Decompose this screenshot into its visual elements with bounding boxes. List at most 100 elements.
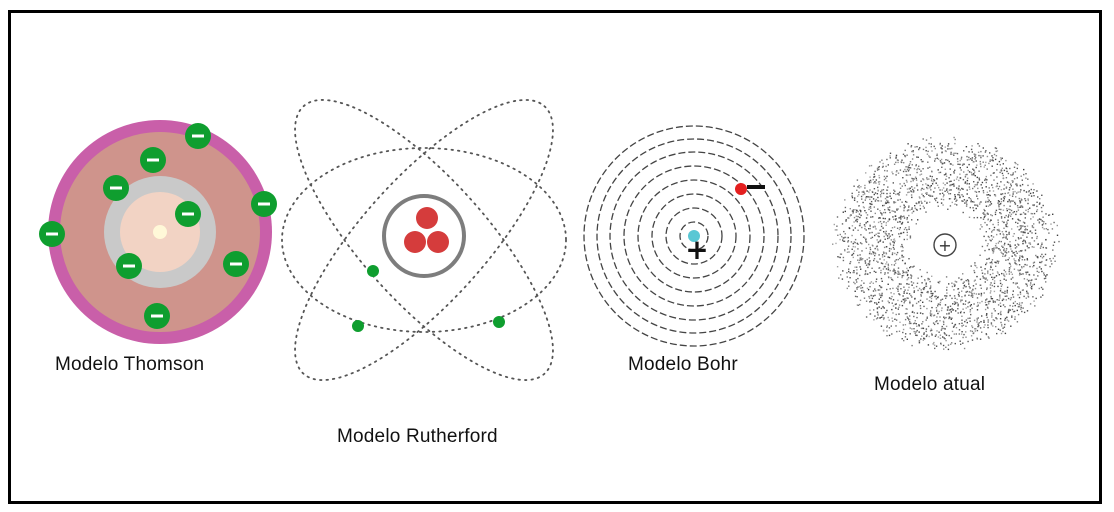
cloud-dot [1010,200,1013,202]
cloud-dot [942,344,945,347]
cloud-dot [883,252,885,254]
cloud-dot [870,281,873,283]
cloud-dot [868,257,870,259]
cloud-dot [985,181,987,184]
cloud-dot [1023,295,1025,298]
cloud-dot [1015,221,1017,224]
cloud-dot [894,215,897,217]
cloud-dot [925,146,927,149]
cloud-dot [1034,278,1036,280]
cloud-dot [1003,326,1006,328]
cloud-dot [981,331,983,333]
cloud-dot [949,193,952,195]
cloud-dot [972,285,975,287]
cloud-dot [871,190,874,193]
cloud-dot [978,203,981,205]
cloud-dot [935,199,937,202]
caption-atual: Modelo atual [874,374,986,395]
cloud-dot [912,266,914,268]
cloud-dot [1002,273,1005,275]
cloud-dot [877,166,880,169]
cloud-dot [896,330,898,333]
cloud-dot [892,246,895,249]
cloud-dot [998,208,1000,210]
cloud-dot [877,289,879,291]
cloud-dot [888,209,891,211]
cloud-dot [1008,208,1010,210]
cloud-dot [878,174,880,177]
cloud-dot [901,159,903,161]
cloud-dot [1044,277,1047,279]
cloud-dot [937,312,939,315]
cloud-dot [1021,259,1023,261]
cloud-dot [1008,257,1010,259]
cloud-dot [960,299,962,301]
cloud-dot [836,229,838,231]
cloud-dot [929,314,932,316]
cloud-dot [1015,162,1017,165]
cloud-dot [1033,204,1035,207]
cloud-dot [923,188,925,190]
cloud-dot [928,178,930,180]
cloud-dot [877,186,879,189]
cloud-dot [1023,239,1025,241]
cloud-dot [895,307,897,309]
cloud-dot [1024,225,1026,228]
cloud-dot [858,213,861,215]
cloud-dot [960,156,963,158]
cloud-dot [965,331,967,333]
cloud-dot [981,315,983,317]
cloud-dot [889,288,891,290]
cloud-dot [910,322,912,325]
cloud-dot [958,187,960,190]
cloud-dot [1019,291,1022,293]
cloud-dot [930,189,932,191]
cloud-dot [897,286,900,288]
cloud-dot [1040,206,1043,209]
cloud-dot [1024,242,1027,244]
cloud-dot [908,258,910,260]
cloud-dot [893,264,896,266]
cloud-dot [882,162,884,165]
cloud-dot [870,216,872,218]
cloud-dot [966,183,968,185]
cloud-dot [953,171,955,173]
cloud-dot [904,206,906,208]
cloud-dot [889,211,891,214]
cloud-dot [874,170,876,173]
cloud-dot [906,188,909,190]
cloud-dot [877,200,879,202]
cloud-dot [1022,256,1024,258]
cloud-dot [957,303,959,305]
cloud-dot [891,210,893,212]
cloud-dot [904,298,906,300]
cloud-dot [1017,313,1020,316]
cloud-dot [999,302,1002,304]
cloud-dot [897,258,899,261]
cloud-dot [956,199,958,201]
cloud-dot [1026,278,1028,281]
cloud-dot [963,163,965,165]
cloud-dot [911,296,913,298]
cloud-dot [960,333,963,335]
cloud-dot [896,227,899,229]
cloud-dot [859,224,861,227]
cloud-dot [918,342,921,344]
cloud-dot [861,259,863,261]
cloud-dot [981,181,984,184]
cloud-dot [862,201,864,204]
cloud-dot [940,329,943,331]
cloud-dot [843,237,845,239]
cloud-dot [865,196,868,198]
cloud-dot [912,322,915,325]
cloud-dot [900,232,902,234]
cloud-dot [986,288,988,291]
cloud-dot [901,216,903,218]
cloud-dot [943,323,945,326]
cloud-dot [929,287,932,289]
cloud-dot [932,181,934,183]
cloud-dot [915,223,917,225]
cloud-dot [876,193,879,195]
thomson-electron [251,191,277,217]
cloud-dot [934,187,936,189]
